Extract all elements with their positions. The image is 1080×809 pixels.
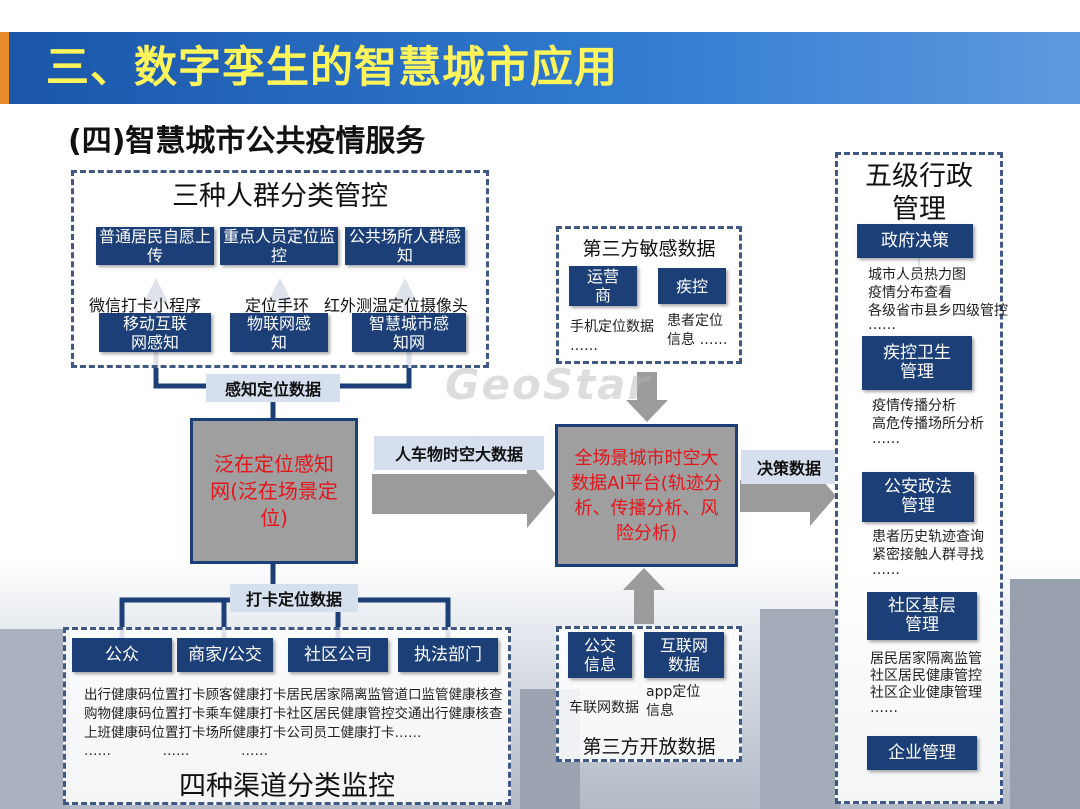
admin-note-cdc-2: 高危传播场所分析 (872, 416, 984, 432)
admin-note-police-2: 紧密接触人群寻找 (872, 547, 984, 563)
admin-note-gov-3: 各级省市县乡四级管控 (868, 303, 1008, 319)
cdc-box: 疾控 (658, 268, 726, 304)
title-bar (0, 32, 1080, 104)
channels-heading: 四种渠道分类监控 (179, 771, 395, 802)
admin-box-police: 公安政法管理 (862, 472, 974, 522)
open-heading: 第三方开放数据 (582, 736, 716, 758)
channel-line-2: 购物健康码位置打卡乘车健康打卡社区居民健康管控交通出行健康核查 (84, 706, 503, 722)
channel-box-community: 社区公司 (288, 638, 388, 672)
operator-box: 运营商 (569, 266, 637, 306)
crowd-label-bracelet: 定位手环 (245, 296, 310, 315)
crowd-label-camera: 红外测温定位摄像头 (324, 296, 469, 315)
title-accent (0, 32, 9, 104)
page-subtitle: (四)智慧城市公共疫情服务 (68, 124, 426, 159)
admin-note-police-3: …… (872, 562, 900, 578)
admin-box-community: 社区基层管理 (867, 592, 977, 640)
admin-box-gov: 政府决策 (857, 224, 973, 258)
ubiquitous-positioning-box: 泛在定位感知网(泛在场景定位) (190, 418, 358, 564)
admin-note-cdc-1: 疫情传播分析 (872, 398, 956, 414)
channel-line-4: …… …… …… (84, 743, 268, 759)
crowd-box-smart-city: 智慧城市感知网 (352, 313, 466, 352)
admin-note-gov-1: 城市人员热力图 (868, 267, 966, 283)
channel-line-3: 上班健康码位置打卡场所健康打卡公司员工健康打卡…… (84, 725, 422, 741)
channel-box-law: 执法部门 (398, 638, 498, 672)
channel-box-merchant: 商家/公交 (177, 638, 273, 672)
admin-box-enterprise: 企业管理 (867, 736, 977, 770)
admin-box-cdc: 疾控卫生管理 (862, 336, 972, 390)
admin-note-community-2: 社区居民健康管控 (870, 668, 982, 684)
bus-info-box: 公交信息 (568, 632, 632, 678)
crowd-box-iot: 物联网感知 (230, 313, 328, 352)
channel-box-public: 公众 (72, 638, 172, 672)
crowd-box-residents: 普通居民自愿上传 (96, 227, 214, 265)
sense-data-tag: 感知定位数据 (206, 374, 340, 402)
admin-note-gov-2: 疫情分布查看 (868, 285, 952, 301)
internet-data-box: 互联网数据 (644, 632, 724, 678)
crowd-box-key-persons: 重点人员定位监控 (220, 227, 338, 265)
sensitive-note-phone: 手机定位数据 …… (570, 319, 654, 354)
decision-data-tag: 决策数据 (741, 450, 837, 484)
page-title: 三、数字孪生的智慧城市应用 (46, 43, 618, 93)
open-note-app: app定位信息 (646, 684, 701, 719)
sensitive-heading: 第三方敏感数据 (582, 238, 716, 260)
crowd-box-public-places: 公共场所人群感知 (345, 227, 465, 265)
checkin-data-tag: 打卡定位数据 (230, 584, 358, 612)
admin-note-police-1: 患者历史轨迹查询 (872, 529, 984, 545)
sensitive-note-patient: 患者定位信息 …… (667, 313, 728, 348)
admin-note-community-1: 居民居家隔离监管 (870, 651, 982, 667)
open-note-vehicle: 车联网数据 (569, 700, 639, 716)
admin-note-community-3: 社区企业健康管理 (870, 685, 982, 701)
crowd-box-mobile: 移动互联网感知 (99, 313, 211, 352)
watermark-brand: GeoStar (445, 360, 651, 409)
admin-note-cdc-3: …… (872, 431, 900, 447)
crowd-heading: 三种人群分类管控 (172, 181, 388, 212)
admin-note-gov-4: …… (868, 317, 896, 333)
admin-heading: 五级行政管理 (865, 161, 973, 225)
spatiotemporal-data-tag: 人车物时空大数据 (374, 436, 544, 470)
admin-note-community-4: …… (870, 700, 898, 716)
crowd-label-wechat: 微信打卡小程序 (89, 296, 202, 315)
ai-platform-box: 全场景城市时空大数据AI平台(轨迹分析、传播分析、风险分析) (555, 424, 738, 567)
channel-line-1: 出行健康码位置打卡顾客健康打卡居民居家隔离监管道口监管健康核查 (84, 687, 503, 703)
